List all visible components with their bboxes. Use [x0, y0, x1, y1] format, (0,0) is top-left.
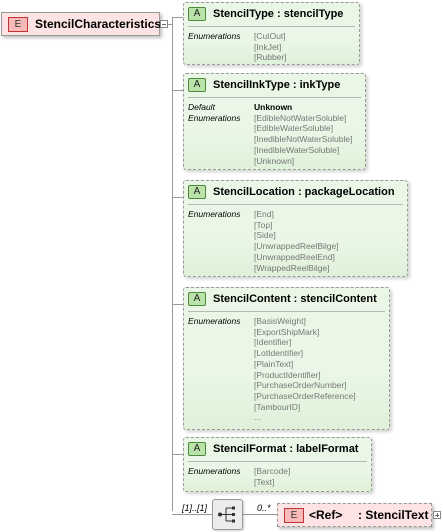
enum-value: [InkJet] [254, 41, 282, 52]
enum-value: [WrappedReelBilge] [254, 262, 330, 273]
attr-connector-4 [172, 304, 183, 305]
attribute-badge: A [188, 78, 206, 92]
attribute-stencil-location[interactable]: A StencilLocation : packageLocation Enum… [183, 180, 408, 277]
attr-connector-3 [172, 197, 183, 198]
enum-value: [Side] [254, 230, 276, 241]
ref-element-stencil-text[interactable]: E <Ref> : StencilText [277, 503, 432, 527]
trunk-line [172, 17, 173, 511]
attribute-stencil-content[interactable]: A StencilContent : stencilContent Enumer… [183, 287, 390, 430]
enumeration-values: [Barcode] [Text] [254, 466, 290, 487]
enum-value: [Text] [254, 476, 275, 487]
enum-value: [InedibleWaterSoluble] [254, 144, 340, 155]
enumeration-values: [EdibleNotWaterSoluble] [EdibleWaterSolu… [254, 113, 352, 167]
default-label: Default [188, 102, 215, 112]
enum-value: [TambourID] [254, 401, 301, 412]
enum-value: [LotIdentifier] [254, 348, 304, 359]
collapse-toggle[interactable] [160, 20, 168, 28]
enum-value: [ExportShipMark] [254, 326, 320, 337]
enum-value: [BasisWeight] [254, 316, 306, 326]
attribute-stencil-format[interactable]: A StencilFormat : labelFormat Enumeratio… [183, 437, 372, 492]
enumeration-values: [CutOut] [InkJet] [Rubber] [254, 31, 287, 63]
enum-value: [Top] [254, 219, 273, 230]
attribute-title: StencilType : stencilType [213, 8, 344, 20]
divider [188, 26, 355, 27]
enum-value: [EdibleWaterSoluble] [254, 123, 334, 134]
enum-value: [PurchaseOrderNumber] [254, 380, 347, 391]
attribute-title: StencilInkType : inkType [213, 79, 341, 91]
sequence-icon [218, 506, 235, 523]
default-value-text: Unknown [254, 102, 293, 112]
default-value: Unknown [254, 102, 292, 113]
attribute-title: StencilLocation : packageLocation [213, 186, 395, 198]
enum-value: [Rubber] [254, 52, 287, 63]
attr-connector-1 [172, 17, 183, 18]
enum-value: [EdibleNotWaterSoluble] [254, 112, 347, 123]
attribute-title: StencilFormat : labelFormat [213, 443, 359, 455]
ref-element-name: : StencilText [358, 508, 429, 522]
element-badge: E [8, 17, 28, 32]
enum-value: [Barcode] [254, 466, 291, 476]
enum-value: [InedibleNotWaterSoluble] [254, 134, 353, 145]
root-element-name: StencilCharacteristics [35, 17, 162, 31]
enumeration-values: [BasisWeight] [ExportShipMark] [Identifi… [254, 316, 356, 423]
element-badge: E [284, 508, 304, 523]
enumerations-label: Enumerations [188, 31, 241, 41]
attribute-badge: A [188, 185, 206, 199]
divider [188, 461, 367, 462]
sequence-cardinality: [1]..[1] [182, 503, 208, 513]
ref-connector [243, 514, 278, 515]
divider [188, 204, 403, 205]
ref-cardinality: 0..* [257, 503, 271, 513]
attr-connector-2 [172, 90, 183, 91]
enumerations-label: Enumerations [188, 112, 241, 123]
attribute-badge: A [188, 292, 206, 306]
enum-value: [End] [254, 209, 274, 219]
enum-value: [ProductIdentifier] [254, 369, 321, 380]
divider [188, 311, 385, 312]
attribute-title: StencilContent : stencilContent [213, 293, 377, 305]
attribute-badge: A [188, 442, 206, 456]
enum-value: [Unknown] [254, 155, 295, 166]
enum-value: ... [254, 412, 262, 423]
attribute-stencil-ink-type[interactable]: A StencilInkType : inkType Default Unkno… [183, 73, 366, 170]
enumeration-values: [End] [Top] [Side] [UnwrappedReelBilge] … [254, 209, 339, 273]
sequence-compositor[interactable] [212, 499, 243, 530]
attr-connector-5 [172, 454, 183, 455]
enumerations-label: Enumerations [188, 316, 241, 326]
enum-value: [PlainText] [254, 358, 294, 369]
enum-value: [Identifier] [254, 337, 292, 348]
enum-value: [PurchaseOrderReference] [254, 390, 356, 401]
enumerations-label: Enumerations [188, 209, 241, 219]
enum-value: [UnwrappedReelBilge] [254, 241, 339, 252]
enum-value: [CutOut] [254, 31, 286, 41]
attribute-stencil-type[interactable]: A StencilType : stencilType Enumerations… [183, 2, 360, 65]
divider [188, 97, 361, 98]
enumerations-label: Enumerations [188, 466, 241, 476]
attribute-badge: A [188, 7, 206, 21]
expand-toggle[interactable] [433, 511, 441, 519]
enum-value: [UnwrappedReelEnd] [254, 251, 335, 262]
sequence-connector [172, 514, 212, 515]
ref-label: <Ref> [309, 508, 343, 522]
root-element[interactable]: E StencilCharacteristics [1, 12, 162, 36]
